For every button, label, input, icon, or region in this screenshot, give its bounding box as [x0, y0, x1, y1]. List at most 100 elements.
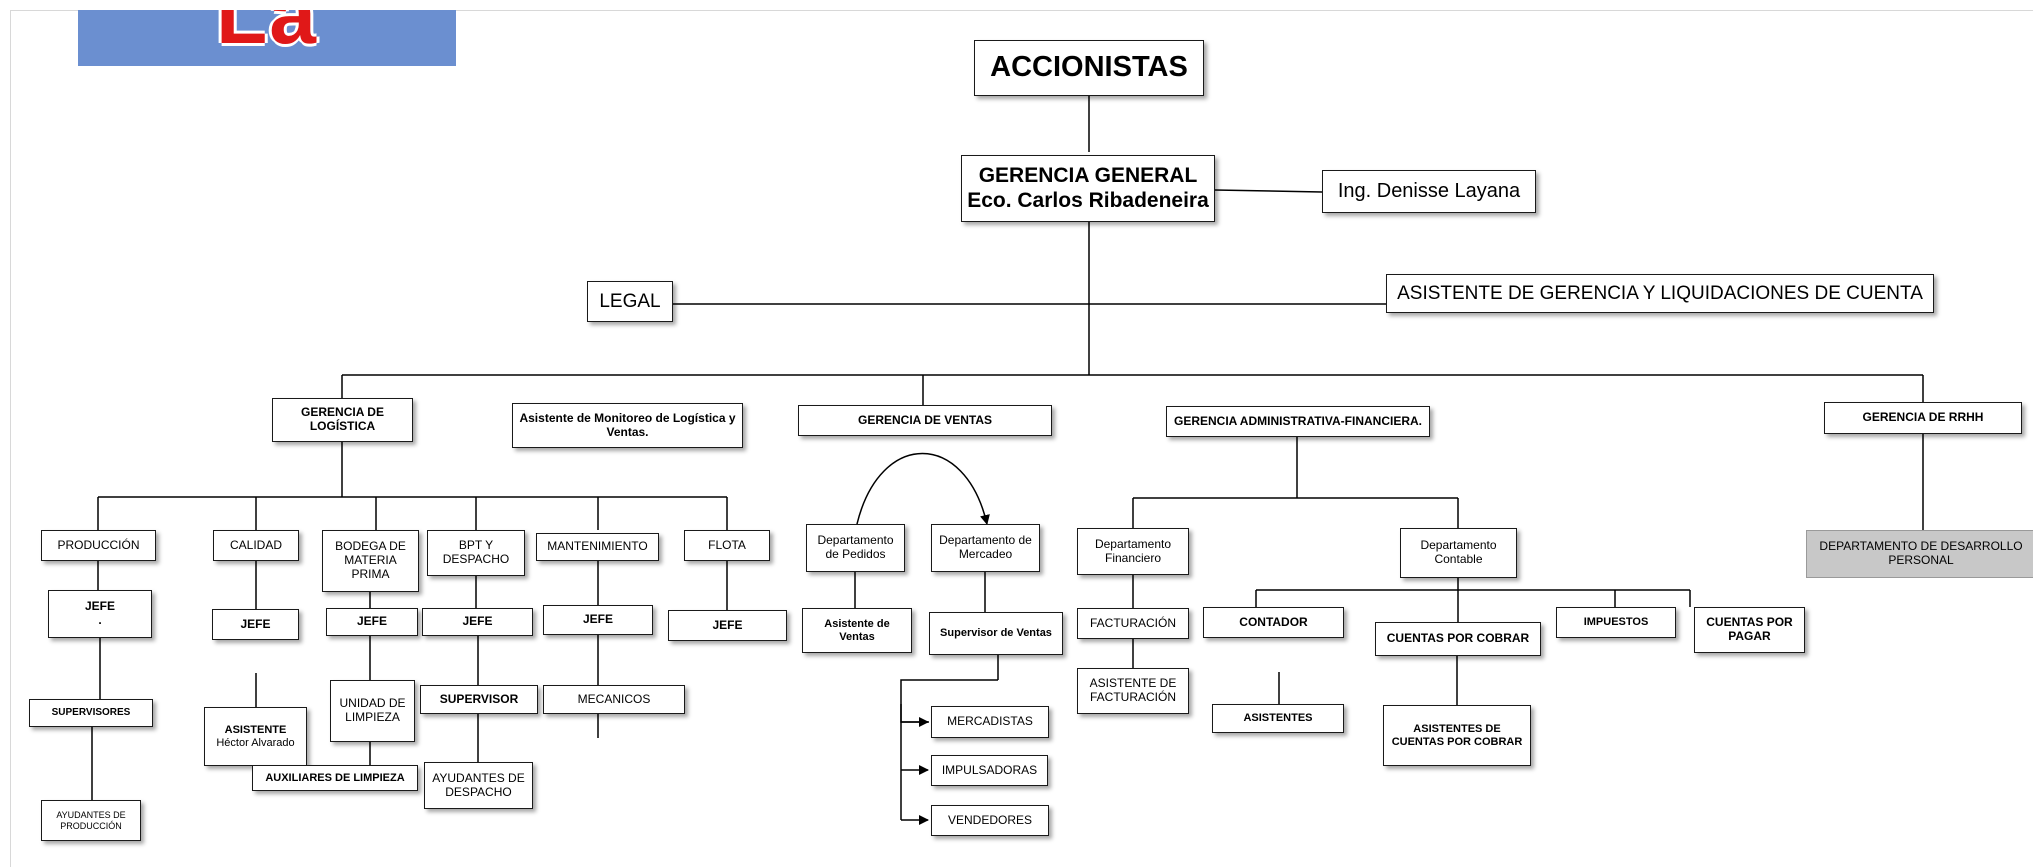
node-depto-financiero: Departamento Financiero	[1077, 528, 1189, 575]
node-jefe-bpt: JEFE	[422, 608, 533, 636]
node-asistente-ventas: Asistente de Ventas	[802, 608, 912, 653]
node-ayudantes-produccion: AYUDANTES DE PRODUCCIÓN	[41, 800, 141, 841]
node-asistente-monitoreo-label: Asistente de Monitoreo de Logística y Ve…	[519, 410, 736, 439]
node-facturacion: FACTURACIÓN	[1077, 608, 1189, 639]
node-impulsadoras-label: IMPULSADORAS	[941, 762, 1038, 777]
node-flota-label: FLOTA	[708, 537, 746, 552]
node-jefe-produccion-label: JEFE	[84, 599, 115, 614]
node-accionistas-label: ACCIONISTAS	[990, 51, 1188, 84]
node-gerencia-rrhh-label: GERENCIA DE RRHH	[1862, 410, 1984, 425]
node-calidad: CALIDAD	[213, 530, 299, 561]
node-vendedores-label: VENDEDORES	[947, 812, 1033, 827]
node-asistentes: ASISTENTES	[1212, 704, 1344, 733]
node-jefe-bodega-label: JEFE	[356, 614, 387, 629]
node-asistente-calidad-name: Héctor Alvarado	[216, 736, 295, 749]
node-jefe-calidad-label: JEFE	[240, 616, 271, 631]
node-asistente-ventas-label: Asistente de Ventas	[824, 617, 890, 643]
node-supervisor-bpt-label: SUPERVISOR	[439, 691, 519, 706]
node-gerencia-ventas: GERENCIA DE VENTAS	[798, 405, 1052, 436]
company-logo: La Chilenita	[78, 10, 456, 66]
node-supervisores-label: SUPERVISORES	[51, 707, 131, 719]
node-ayudantes-produccion-label: AYUDANTES DE PRODUCCIÓN	[56, 810, 126, 831]
node-cuentas-cobrar-label: CUENTAS POR COBRAR	[1386, 631, 1530, 646]
node-gerencia-logistica: GERENCIA DE LOGÍSTICA	[272, 398, 413, 442]
node-asistente-monitoreo: Asistente de Monitoreo de Logística y Ve…	[512, 403, 743, 448]
node-flota: FLOTA	[684, 530, 770, 561]
node-cuentas-pagar: CUENTAS POR PAGAR	[1694, 607, 1805, 653]
node-ayudantes-despacho-label: AYUDANTES DE DESPACHO	[432, 770, 525, 799]
node-asistente-calidad: ASISTENTE Héctor Alvarado	[204, 707, 307, 766]
node-impuestos: IMPUESTOS	[1556, 607, 1676, 638]
node-unidad-limpieza-label: UNIDAD DE LIMPIEZA	[339, 696, 406, 724]
node-gerencia-admin: GERENCIA ADMINISTRATIVA-FINANCIERA.	[1166, 406, 1430, 437]
node-depto-pedidos: Departamento de Pedidos	[806, 524, 905, 572]
node-depto-financiero-label: Departamento Financiero	[1094, 536, 1172, 565]
node-asistente-gerencia: ASISTENTE DE GERENCIA Y LIQUIDACIONES DE…	[1386, 274, 1934, 313]
node-gerencia-rrhh: GERENCIA DE RRHH	[1824, 402, 2022, 434]
node-accionistas: ACCIONISTAS	[974, 40, 1204, 96]
node-gerencia-general-name: Eco. Carlos Ribadeneira	[967, 188, 1209, 212]
node-facturacion-label: FACTURACIÓN	[1089, 615, 1176, 630]
node-produccion-label: PRODUCCIÓN	[57, 537, 140, 552]
node-cuentas-cobrar: CUENTAS POR COBRAR	[1375, 622, 1541, 656]
node-mantenimiento: MANTENIMIENTO	[536, 533, 659, 561]
node-asistente-facturacion: ASISTENTE DE FACTURACIÓN	[1077, 668, 1189, 714]
node-gerencia-admin-label: GERENCIA ADMINISTRATIVA-FINANCIERA.	[1174, 413, 1422, 428]
node-depto-pedidos-label: Departamento de Pedidos	[817, 533, 894, 561]
node-jefe-produccion-dot: .	[98, 613, 102, 627]
node-supervisor-ventas-label: Supervisor de Ventas	[940, 627, 1052, 640]
node-supervisores: SUPERVISORES	[29, 699, 153, 727]
node-jefe-flota: JEFE	[668, 610, 787, 641]
node-asistente-calidad-title: ASISTENTE	[224, 723, 287, 736]
node-bodega-label: BODEGA DE MATERIA PRIMA	[335, 539, 406, 581]
node-denisse-layana: Ing. Denisse Layana	[1322, 170, 1536, 213]
node-asistentes-cuentas: ASISTENTES DE CUENTAS POR COBRAR	[1383, 705, 1531, 766]
node-impulsadoras: IMPULSADORAS	[931, 755, 1048, 786]
node-depto-contable: Departamento Contable	[1400, 528, 1517, 578]
node-auxiliares-limpieza: AUXILIARES DE LIMPIEZA	[252, 765, 418, 791]
node-depto-desarrollo: DEPARTAMENTO DE DESARROLLO PERSONAL	[1806, 530, 2033, 578]
node-jefe-mantenimiento: JEFE	[543, 605, 653, 635]
node-depto-contable-label: Departamento Contable	[1420, 538, 1497, 566]
node-gerencia-ventas-label: GERENCIA DE VENTAS	[857, 412, 992, 427]
node-depto-desarrollo-label: DEPARTAMENTO DE DESARROLLO PERSONAL	[1819, 539, 2023, 567]
node-bpt-label: BPT Y DESPACHO	[442, 538, 510, 566]
page-border-top	[10, 10, 2033, 11]
node-mecanicos-label: MECANICOS	[577, 691, 651, 706]
node-contador-label: CONTADOR	[1239, 614, 1308, 629]
node-contador: CONTADOR	[1203, 607, 1344, 638]
node-produccion: PRODUCCIÓN	[41, 530, 156, 561]
node-legal: LEGAL	[587, 281, 673, 322]
node-supervisor-bpt: SUPERVISOR	[420, 685, 538, 714]
page-border-left	[10, 10, 11, 867]
node-mantenimiento-label: MANTENIMIENTO	[547, 539, 648, 554]
node-impuestos-label: IMPUESTOS	[1583, 616, 1649, 629]
node-gerencia-logistica-label: GERENCIA DE LOGÍSTICA	[301, 405, 384, 433]
node-cuentas-pagar-label: CUENTAS POR PAGAR	[1706, 615, 1793, 643]
node-bodega: BODEGA DE MATERIA PRIMA	[322, 530, 419, 592]
logo-text: La Chilenita	[81, 10, 452, 66]
node-depto-mercadeo-label: Departamento de Mercadeo	[939, 533, 1032, 561]
node-calidad-label: CALIDAD	[229, 537, 282, 552]
node-jefe-calidad: JEFE	[212, 609, 299, 640]
node-asistentes-label: ASISTENTES	[1243, 712, 1313, 725]
node-mecanicos: MECANICOS	[543, 685, 685, 714]
node-asistente-gerencia-label: ASISTENTE DE GERENCIA Y LIQUIDACIONES DE…	[1397, 282, 1923, 304]
node-auxiliares-limpieza-label: AUXILIARES DE LIMPIEZA	[265, 771, 405, 784]
node-mercadistas-label: MERCADISTAS	[947, 714, 1033, 729]
node-gerencia-general: GERENCIA GENERAL Eco. Carlos Ribadeneira	[961, 155, 1215, 222]
node-vendedores: VENDEDORES	[931, 805, 1049, 836]
node-unidad-limpieza: UNIDAD DE LIMPIEZA	[330, 680, 415, 742]
node-mercadistas: MERCADISTAS	[931, 706, 1049, 738]
node-gerencia-general-title: GERENCIA GENERAL	[978, 164, 1198, 188]
node-supervisor-ventas: Supervisor de Ventas	[929, 612, 1063, 655]
node-jefe-produccion: JEFE .	[48, 590, 152, 638]
node-denisse-label: Ing. Denisse Layana	[1337, 180, 1521, 202]
node-bpt-despacho: BPT Y DESPACHO	[427, 530, 525, 576]
node-asistente-facturacion-label: ASISTENTE DE FACTURACIÓN	[1089, 676, 1177, 704]
node-asistentes-cuentas-label: ASISTENTES DE CUENTAS POR COBRAR	[1391, 722, 1523, 748]
node-ayudantes-despacho: AYUDANTES DE DESPACHO	[424, 762, 533, 809]
node-jefe-mantenimiento-label: JEFE	[582, 612, 613, 627]
